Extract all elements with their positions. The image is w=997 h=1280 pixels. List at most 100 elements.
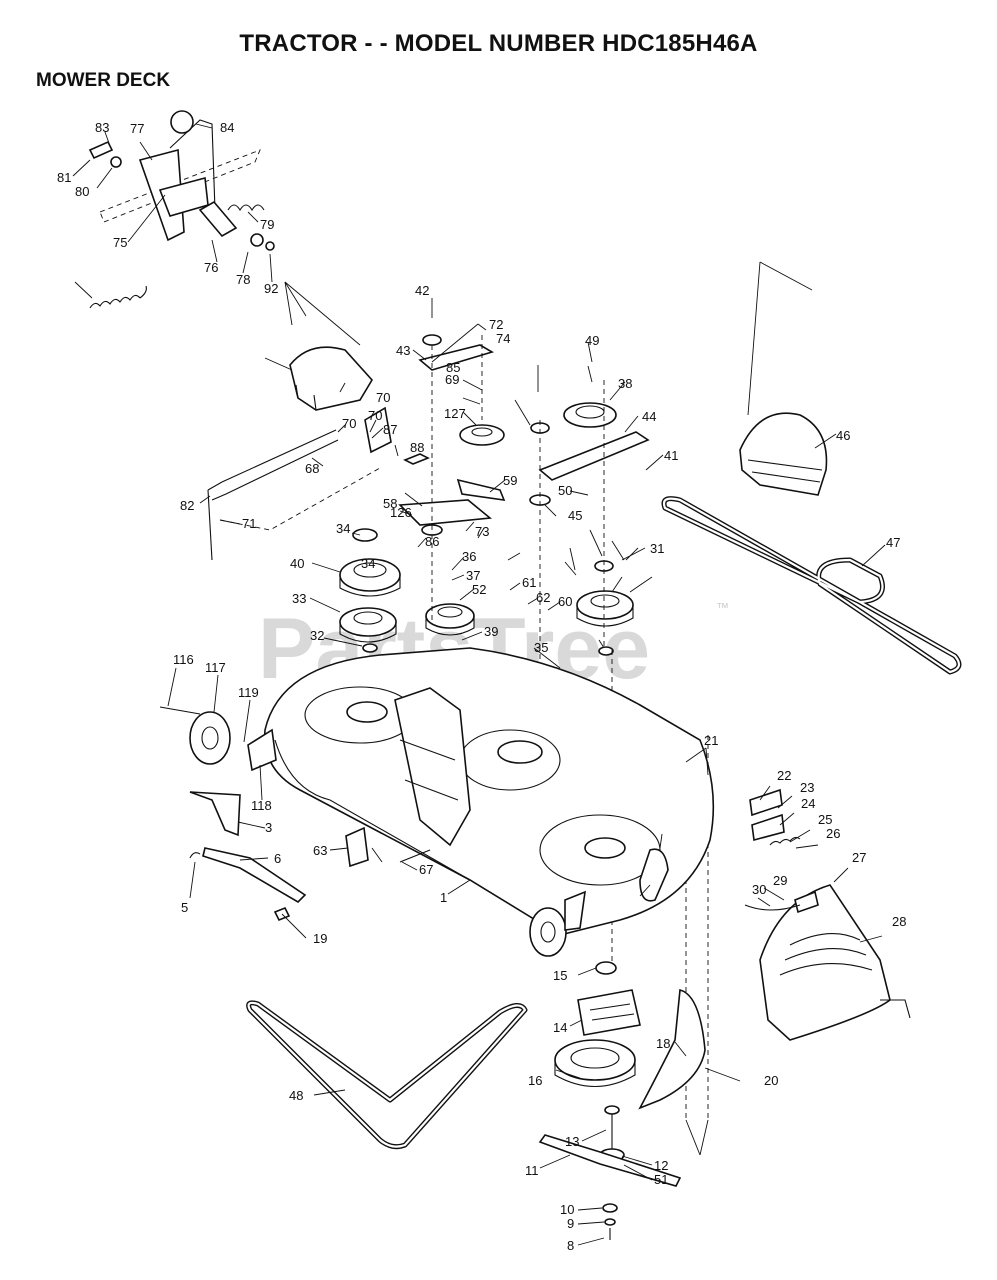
callout-label: 117: [205, 660, 226, 675]
callout-label: 82: [180, 498, 194, 513]
callout-label: 62: [536, 590, 550, 605]
callout-label: 1: [440, 890, 447, 905]
leader-lines: [72, 123, 886, 1246]
callout-label: 38: [618, 376, 632, 391]
callout-label: 34: [336, 521, 350, 536]
callout-label: 50: [558, 483, 572, 498]
callout-label: 43: [396, 343, 410, 358]
callout-label: 48: [289, 1088, 303, 1103]
callout-label: 18: [656, 1036, 670, 1051]
callout-label: 77: [130, 121, 144, 136]
callout-label: 68: [305, 461, 319, 476]
callout-label: 69: [445, 372, 459, 387]
idler-arm: [398, 344, 650, 526]
pulley-32-left: [339, 607, 397, 643]
callout-label: 47: [886, 535, 900, 550]
callout-label: 67: [419, 862, 433, 877]
callout-label: 32: [310, 628, 324, 643]
callout-label: 22: [777, 768, 791, 783]
callout-label: 45: [568, 508, 582, 523]
callout-label: 24: [801, 796, 815, 811]
callout-label: 70: [368, 408, 382, 423]
pulley-32-right: [576, 590, 634, 627]
callout-label: 92: [264, 281, 278, 296]
belt-47: [661, 496, 962, 675]
callout-label: 75: [113, 235, 127, 250]
callout-label: 74: [496, 331, 510, 346]
callout-label: 61: [522, 575, 536, 590]
callout-label: 83: [95, 120, 109, 135]
callout-label: 29: [773, 873, 787, 888]
callout-label: 70: [342, 416, 356, 431]
callout-label: 78: [236, 272, 250, 287]
linkage-rods: [207, 406, 430, 561]
callout-label: 71: [242, 516, 256, 531]
callout-label: 127: [444, 406, 466, 421]
watermark-trademark: ™: [716, 600, 729, 615]
callout-label: 35: [534, 640, 548, 655]
callout-label: 30: [752, 882, 766, 897]
callout-label: 70: [376, 390, 390, 405]
callout-label: 19: [313, 931, 327, 946]
callout-label: 34: [361, 556, 375, 571]
spring: [89, 285, 147, 309]
callout-label: 9: [567, 1216, 574, 1231]
callout-label: 21: [704, 733, 718, 748]
callout-label: 28: [892, 914, 906, 929]
callout-label: 3: [265, 820, 272, 835]
belt-cover-right: [739, 412, 828, 496]
pulley-127: [459, 424, 505, 446]
callout-label: 86: [425, 534, 439, 549]
callout-label: 46: [836, 428, 850, 443]
pulley-37: [563, 402, 617, 428]
callout-label: 12: [654, 1158, 668, 1173]
callout-label: 13: [565, 1134, 579, 1149]
callout-label: 10: [560, 1202, 574, 1217]
callout-label: 59: [503, 473, 517, 488]
callout-label: 5: [181, 900, 188, 915]
callout-label: 33: [292, 591, 306, 606]
callout-label: 26: [826, 826, 840, 841]
callout-label: 44: [642, 409, 656, 424]
callout-label: 36: [462, 549, 476, 564]
callout-label: 60: [558, 594, 572, 609]
callout-label: 41: [664, 448, 678, 463]
belt-cover-left: [289, 346, 373, 411]
callout-label: 81: [57, 170, 71, 185]
callout-label: 76: [204, 260, 218, 275]
callout-label: 31: [650, 541, 664, 556]
callout-labels: 1 3 5 6 8 9 10 11 12 13 14 15 16 18 19 2…: [57, 120, 906, 1253]
callout-label: 88: [410, 440, 424, 455]
callout-label: 116: [173, 652, 194, 667]
callout-label: 14: [553, 1020, 567, 1035]
callout-label: 6: [274, 851, 281, 866]
pulley-39: [339, 558, 401, 597]
callout-label: 73: [475, 524, 489, 539]
callout-label: 126: [390, 505, 412, 520]
pulley-52: [425, 603, 475, 636]
callout-label: 11: [525, 1163, 539, 1178]
callout-label: 118: [251, 798, 272, 813]
callout-label: 20: [764, 1073, 778, 1088]
callout-label: 85: [446, 360, 460, 375]
callout-label: 72: [489, 317, 503, 332]
callout-label: 49: [585, 333, 599, 348]
gauge-wheel-117: [159, 706, 277, 772]
mower-deck: [264, 647, 715, 936]
belt-48: [246, 1000, 528, 1150]
callout-label: 16: [528, 1073, 542, 1088]
callout-label: 119: [238, 685, 259, 700]
deck-wheel: [529, 890, 586, 957]
callout-label: 79: [260, 217, 274, 232]
callout-label: 40: [290, 556, 304, 571]
lift-lever-assembly: [88, 110, 275, 251]
callout-label: 84: [220, 120, 234, 135]
callout-label: 8: [567, 1238, 574, 1253]
spindle-assembly: [538, 961, 682, 1240]
callout-label: 37: [466, 568, 480, 583]
callout-label: 23: [800, 780, 814, 795]
callout-label: 15: [553, 968, 567, 983]
callout-label: 27: [852, 850, 866, 865]
page-title: TRACTOR - - MODEL NUMBER HDC185H46A: [239, 30, 758, 57]
